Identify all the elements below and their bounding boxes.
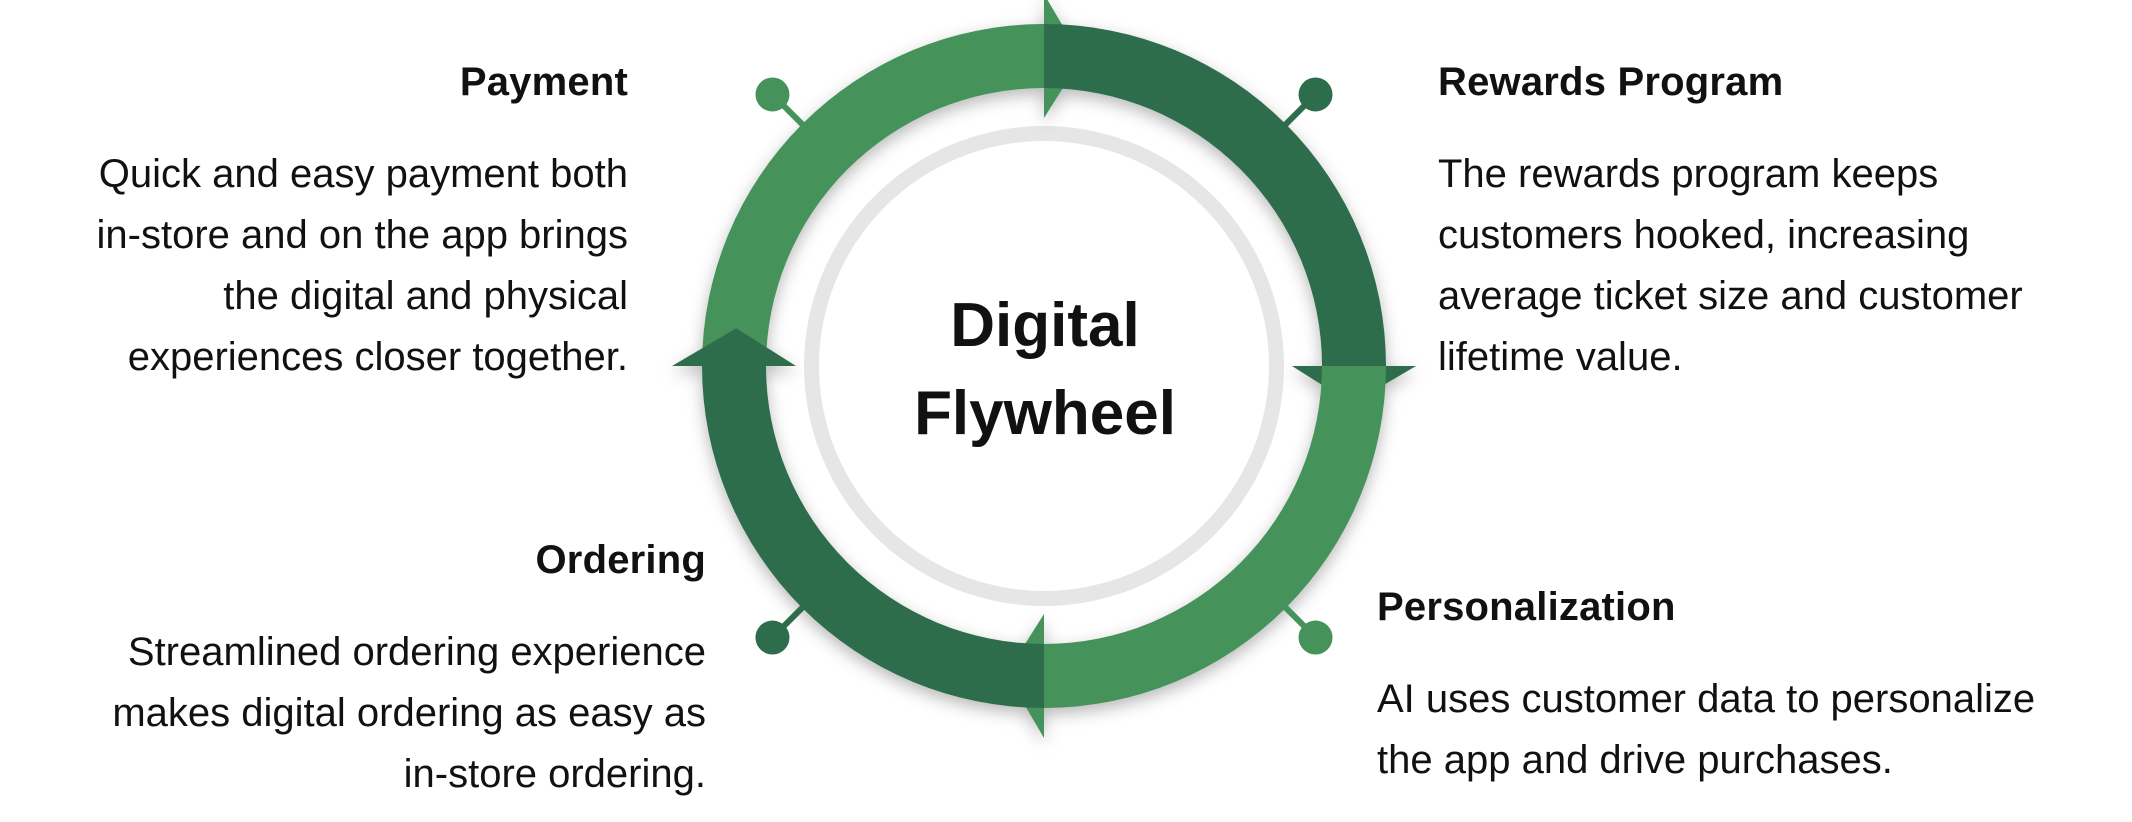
ordering-pin [755, 604, 806, 655]
connector-pins [755, 77, 1333, 655]
ordering-line-1: Streamlined ordering experience [127, 630, 706, 674]
ordering-arrow [672, 328, 1044, 708]
center-title: Digital Flywheel [845, 282, 1245, 458]
ordering-block: Ordering Streamlined ordering experience… [26, 536, 706, 805]
personalization-title: Personalization [1377, 585, 1676, 629]
rewards-title: Rewards Program [1438, 60, 1784, 104]
payment-line-3: the digital and physical [223, 274, 628, 318]
payment-line-2: in-store and on the app brings [96, 213, 628, 257]
payment-line-1: Quick and easy payment both [98, 152, 628, 196]
personalization-line-2: the app and drive purchases. [1377, 738, 1893, 782]
personalization-arrow [1006, 366, 1386, 738]
ordering-description: Streamlined ordering experience makes di… [26, 622, 706, 805]
personalization-pin [1282, 604, 1333, 655]
payment-pin-dot [755, 77, 790, 112]
personalization-pin-dot [1298, 620, 1333, 655]
ordering-line-3: in-store ordering. [403, 752, 706, 796]
rewards-block: Rewards Program The rewards program keep… [1438, 58, 2118, 388]
center-title-line-2: Flywheel [914, 379, 1176, 448]
personalization-description: AI uses customer data to personalize the… [1377, 669, 2117, 791]
rewards-pin-dot [1298, 77, 1333, 112]
flywheel-arcs [672, 0, 1416, 738]
rewards-line-3: average ticket size and customer [1438, 274, 2023, 318]
payment-block: Payment Quick and easy payment both in-s… [0, 58, 628, 388]
payment-pin [755, 77, 806, 128]
ordering-pin-dot [755, 620, 790, 655]
payment-title: Payment [459, 60, 628, 104]
rewards-arrow [1044, 24, 1416, 404]
payment-description: Quick and easy payment both in-store and… [0, 144, 628, 388]
rewards-line-1: The rewards program keeps [1438, 152, 1939, 196]
rewards-line-2: customers hooked, increasing [1438, 213, 1970, 257]
ordering-title: Ordering [535, 538, 706, 582]
rewards-line-4: lifetime value. [1438, 335, 1683, 379]
ordering-line-2: makes digital ordering as easy as [112, 691, 706, 735]
payment-arrow [702, 0, 1082, 366]
center-title-line-1: Digital [950, 291, 1140, 360]
center-disc [819, 141, 1269, 591]
personalization-line-1: AI uses customer data to personalize [1377, 677, 2036, 721]
rewards-pin [1282, 77, 1333, 128]
rewards-description: The rewards program keeps customers hook… [1438, 144, 2118, 388]
personalization-block: Personalization AI uses customer data to… [1377, 583, 2117, 791]
payment-line-4: experiences closer together. [127, 335, 628, 379]
